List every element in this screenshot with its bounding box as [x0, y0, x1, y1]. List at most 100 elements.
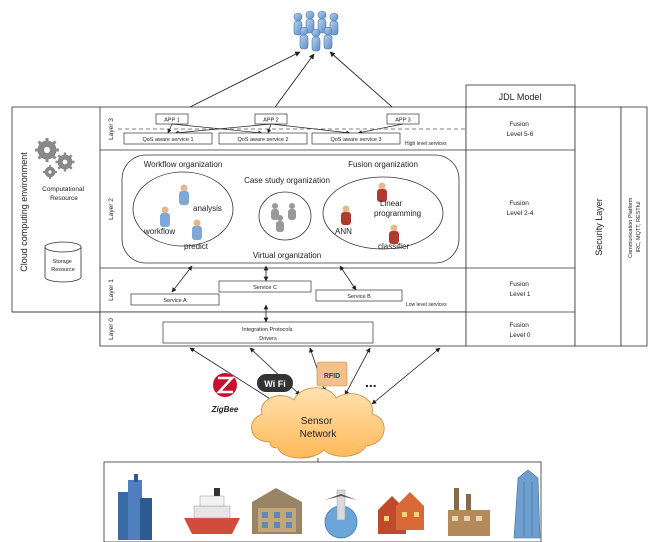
service-label: Service C [253, 285, 277, 291]
zigbee-icon: ZigBee [211, 373, 239, 414]
layer-1-label: Layer 1 [108, 279, 115, 301]
storage-icon [44, 241, 82, 283]
service-a-box: Service A [130, 293, 220, 306]
zigbee-label: ZigBee [211, 405, 239, 414]
cloud-env-label: Cloud computing environment [19, 152, 29, 272]
computational-resource: Computational Resource [42, 186, 86, 202]
qos-label: QoS aware service 3 [330, 137, 381, 143]
app-label: APP 3 [395, 118, 411, 124]
jdl-header: JDL Model [499, 92, 542, 102]
app-label: APP 1 [164, 118, 180, 124]
integration-label: Integration Protocols [242, 327, 293, 333]
wifi-icon: Wi Fi [257, 374, 293, 392]
high-level-services-label: High level services [405, 141, 447, 147]
integration-protocols-box: Integration Protocols Drivers [162, 321, 374, 344]
comm-platform-protocols: IRC, MQTT, RESTful [636, 201, 642, 252]
case-study-org-label: Case study organization [244, 176, 330, 185]
fusion-label: Fusion [509, 200, 529, 207]
rfid-icon: RFID [316, 361, 348, 387]
comm-platform-title: Communication Platform [628, 197, 634, 258]
security-layer-box [574, 106, 622, 347]
fusion-label: Fusion [509, 322, 529, 329]
person-analysis-icon [179, 184, 189, 205]
app-box-3: APP 3 [386, 113, 420, 125]
sensor-network-cloud: Sensor Network [251, 387, 385, 459]
gears-icon [35, 138, 75, 179]
fusion-level-2: Fusion Level 2-4 [507, 200, 534, 217]
person-group-icon [271, 203, 296, 232]
service-label: Service B [347, 294, 371, 300]
person-linear-icon [377, 182, 387, 202]
person-predict-icon [192, 219, 202, 240]
qos-label: QoS aware service 2 [237, 137, 288, 143]
case-study-ellipse [258, 191, 312, 241]
fusion-level-value: Level 1 [510, 291, 531, 298]
person-workflow-icon [160, 206, 170, 227]
role-linear: Linear [380, 199, 403, 208]
drivers-label: Drivers [259, 336, 277, 342]
fusion-level-value: Level 0 [510, 332, 531, 339]
tower-icon [513, 469, 541, 539]
fusion-org-label: Fusion organization [348, 160, 418, 169]
wifi-label: Wi Fi [264, 379, 285, 389]
role-ann: ANN [335, 227, 352, 236]
network-label: Network [300, 429, 338, 440]
app-box-2: APP 2 [254, 113, 288, 125]
houses-icon [378, 492, 424, 534]
qos-service-2: QoS aware service 2 [218, 132, 308, 145]
qos-service-3: QoS aware service 3 [311, 132, 401, 145]
workflow-org-label: Workflow organization [144, 160, 223, 169]
city-icon [118, 474, 152, 540]
ship-icon [184, 488, 240, 534]
role-predict: predict [184, 242, 209, 251]
fusion-level-1: Fusion Level 1 [509, 281, 531, 298]
factory-icon [448, 488, 490, 536]
service-b-box: Service B [315, 289, 403, 302]
fusion-level-0: Fusion Level 0 [509, 322, 531, 339]
storage-label: Storage [53, 259, 72, 265]
low-level-services-label: Low level services [406, 302, 447, 308]
role-analysis: analysis [193, 204, 222, 213]
rfid-label: RFID [324, 373, 340, 380]
sensor-label: Sensor [301, 416, 333, 427]
person-ann-icon [341, 205, 351, 225]
comm-platform-box [620, 106, 648, 347]
layer-0-label: Layer 0 [108, 318, 115, 340]
svg-text:Sensor Network: Sensor Network [300, 416, 338, 440]
org-service-arrows [171, 265, 357, 293]
app-label: APP 2 [263, 118, 279, 124]
computational-label: Computational [42, 186, 84, 193]
building-icon [252, 488, 302, 534]
service-c-box: Service C [218, 280, 312, 293]
role-workflow: workflow [143, 227, 175, 236]
security-layer-label: Security Layer [594, 198, 604, 256]
fusion-level-value: Level 5-6 [507, 131, 534, 138]
user-app-arrows [175, 51, 401, 115]
workflow-org-ellipse [132, 171, 234, 247]
virtual-organization-box [121, 154, 460, 264]
airport-icon [324, 489, 358, 539]
svg-text:Integration Protocols Dr: Integration Protocols Drivers [242, 327, 294, 342]
qos-service-1: QoS aware service 1 [123, 132, 213, 145]
resource-label: Resource [50, 195, 78, 202]
role-classifier: classifier [378, 242, 409, 251]
app-box-1: APP 1 [155, 113, 189, 125]
layer-2-label: Layer 2 [108, 198, 115, 220]
service-label: Service A [163, 298, 187, 304]
virtual-org-label: Virtual organization [253, 251, 321, 260]
users-group-icon [293, 10, 339, 52]
person-classifier-icon [389, 224, 399, 244]
fusion-label: Fusion [509, 121, 529, 128]
jdl-column [465, 106, 576, 347]
app-qos-arrows [167, 123, 404, 135]
resource-label: Resource [51, 267, 75, 273]
more-protocols-ellipsis: ... [365, 374, 377, 390]
layer-3-label: Layer 3 [108, 118, 115, 140]
role-programming: programming [374, 209, 421, 218]
qos-label: QoS aware service 1 [142, 137, 193, 143]
fusion-level-3: Fusion Level 5-6 [507, 121, 534, 138]
fusion-level-value: Level 2-4 [507, 210, 534, 217]
comm-platform: Communication Platform IRC, MQTT, RESTfu… [628, 196, 642, 258]
fusion-label: Fusion [509, 281, 529, 288]
